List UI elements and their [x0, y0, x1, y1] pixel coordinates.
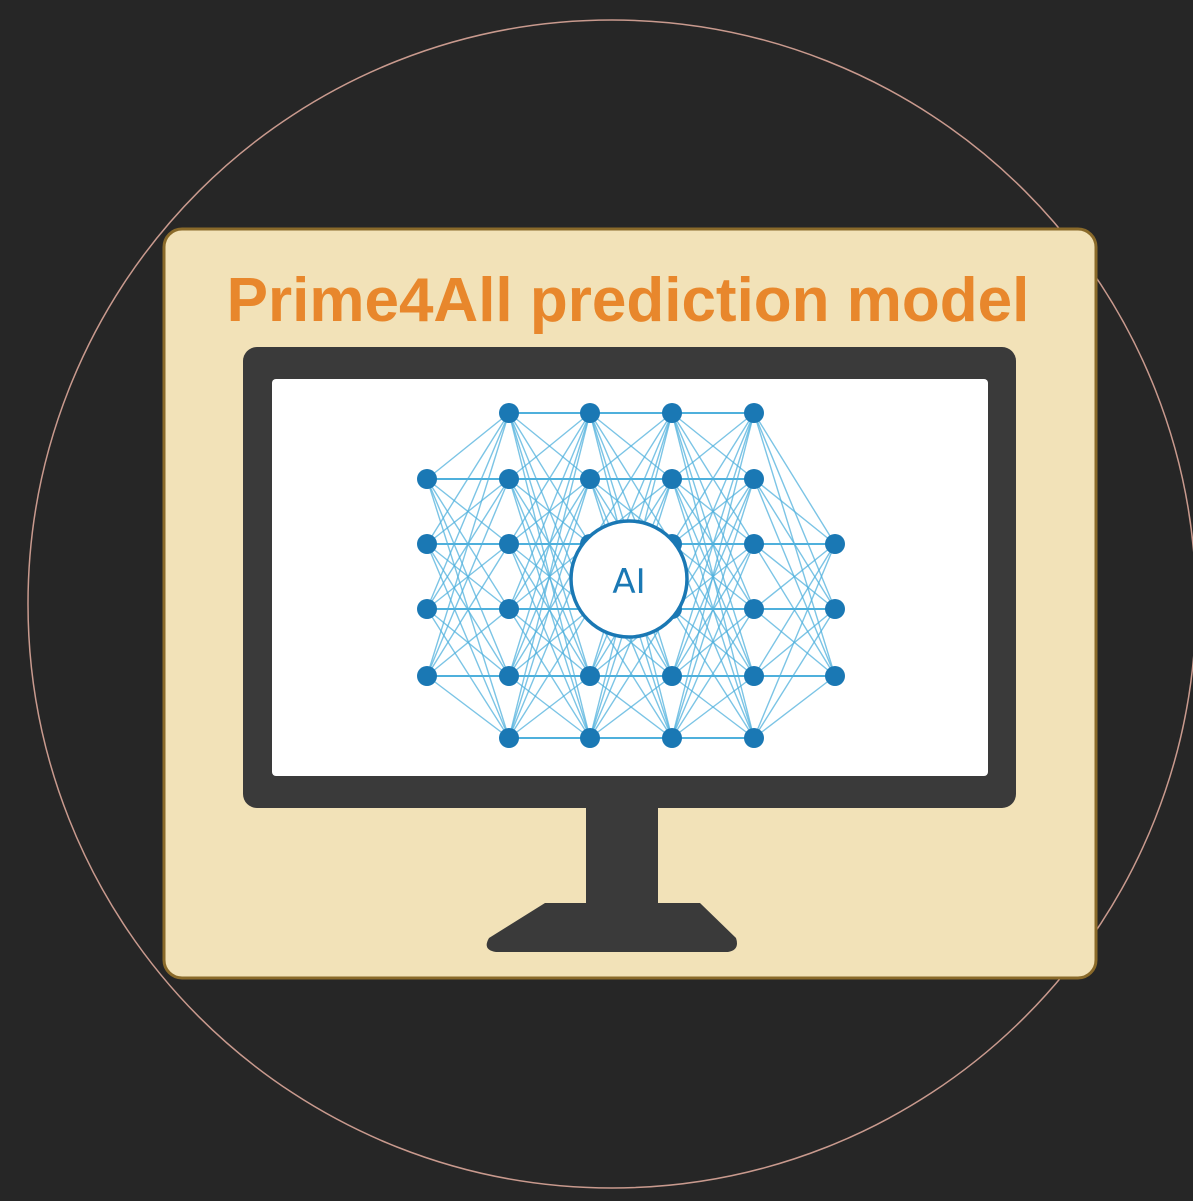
network-edge	[671, 412, 755, 739]
network-edge	[753, 608, 836, 739]
network-node	[744, 534, 764, 554]
network-edge	[753, 543, 836, 739]
monitor-stand-base	[486, 903, 737, 952]
network-edge	[753, 675, 836, 739]
network-edge	[589, 412, 673, 480]
network-node	[825, 534, 845, 554]
network-node	[417, 534, 437, 554]
network-node	[580, 728, 600, 748]
network-edge	[753, 543, 836, 610]
outer-circle	[27, 19, 1193, 1189]
network-node	[662, 469, 682, 489]
ai-badge	[569, 519, 689, 639]
network-node	[744, 728, 764, 748]
network-edge	[508, 412, 591, 610]
network-node	[662, 728, 682, 748]
network-edge	[671, 608, 755, 739]
network-node	[744, 599, 764, 619]
network-edge	[426, 412, 510, 480]
network-edge	[753, 478, 836, 545]
network-node	[417, 599, 437, 619]
network-node	[499, 666, 519, 686]
network-node	[825, 666, 845, 686]
title: Prime4All prediction model	[227, 266, 1030, 335]
network-node	[499, 403, 519, 423]
network-node	[580, 469, 600, 489]
network-edge	[671, 543, 755, 739]
network-edge	[426, 675, 510, 739]
ai-label: AI	[612, 562, 645, 602]
network-edge	[671, 412, 755, 480]
network-node	[825, 599, 845, 619]
monitor-stand-neck	[586, 806, 658, 905]
network-edge	[753, 478, 836, 677]
network-edge	[508, 675, 591, 739]
network-node	[499, 599, 519, 619]
network-edge	[508, 608, 591, 739]
network-edge	[753, 412, 836, 545]
network-edge	[426, 478, 510, 677]
network-node	[662, 666, 682, 686]
network-node	[417, 666, 437, 686]
network-node	[499, 534, 519, 554]
network-edge	[426, 608, 510, 677]
network-node	[744, 403, 764, 423]
network-edge	[508, 412, 591, 739]
network-edge	[426, 412, 510, 610]
network-node	[744, 666, 764, 686]
network-node	[580, 403, 600, 423]
network-node	[662, 403, 682, 423]
neural-network-icon: AI	[417, 403, 845, 748]
network-node	[417, 469, 437, 489]
network-edge	[508, 412, 591, 480]
network-node	[499, 728, 519, 748]
network-node	[499, 469, 519, 489]
network-node	[580, 666, 600, 686]
network-edge	[589, 675, 673, 739]
network-edge	[671, 675, 755, 739]
network-node	[744, 469, 764, 489]
